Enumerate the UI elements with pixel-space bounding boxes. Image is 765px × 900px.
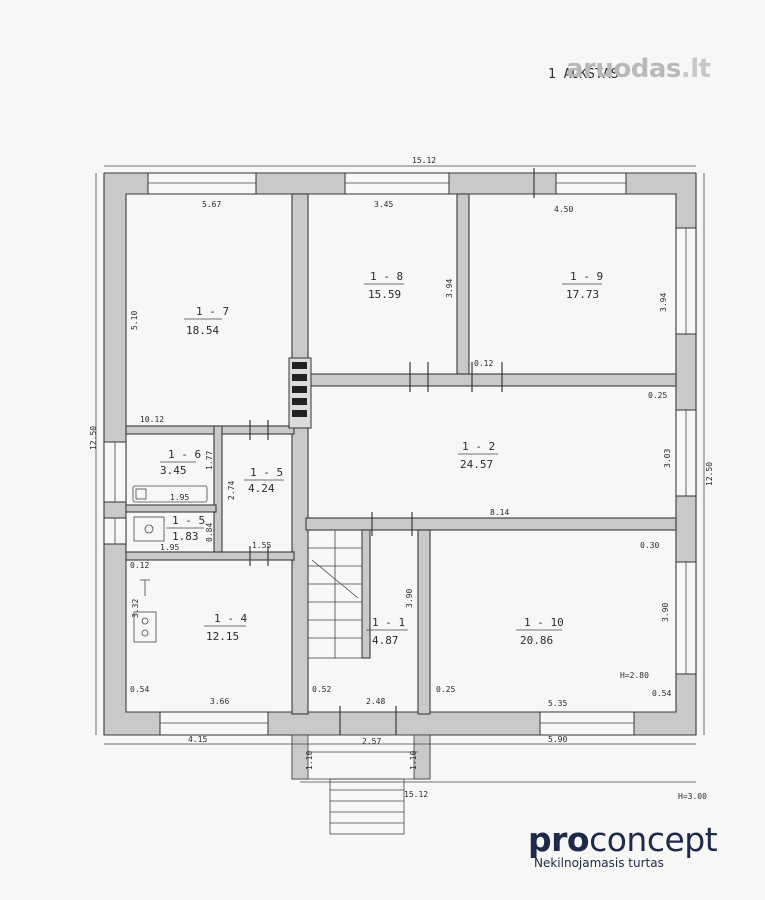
dim-bottom-total: 15.12 — [404, 790, 428, 799]
total-height: H=3.00 — [678, 792, 707, 801]
dim-r110-c3: 0.54 — [652, 689, 671, 698]
room-1-8-id: 1 - 8 — [370, 270, 403, 283]
dim-top-total: 15.12 — [412, 156, 436, 165]
wall-segment — [125, 504, 217, 513]
dim-r17-corner: 10.12 — [140, 415, 164, 424]
bathtub — [132, 485, 208, 503]
wall-segment — [125, 551, 295, 561]
dim-r110-c2: 0.25 — [436, 685, 455, 694]
room-1-5a-id: 1 - 5 — [250, 466, 283, 479]
dim-bottom-left: 4.15 — [188, 735, 207, 744]
dim-right-total: 12.50 — [705, 462, 714, 486]
window-glazing — [114, 182, 687, 724]
dim-r110-w: 5.35 — [548, 699, 567, 708]
dim-r17-h: 5.10 — [130, 311, 139, 330]
floor-title: 1 AUKŠTAS — [548, 66, 618, 82]
brand-logo-pro: pro — [528, 820, 590, 859]
dim-r11-w: 2.48 — [366, 697, 385, 706]
room-height: H=2.80 — [620, 671, 649, 680]
wall-segment — [125, 425, 295, 435]
dim-r12-w: 8.14 — [490, 508, 509, 517]
dim-r14-c2: 0.54 — [130, 685, 149, 694]
wall-segment — [361, 529, 371, 659]
room-1-8-area: 15.59 — [368, 288, 401, 301]
room-1-6-area: 3.45 — [160, 464, 187, 477]
wall-segment — [213, 425, 223, 553]
dim-r11-c: 0.52 — [312, 685, 331, 694]
dim-r12-corner: 0.25 — [648, 391, 667, 400]
watermark-tld: .lt — [680, 54, 711, 84]
room-1-1-area: 4.87 — [372, 634, 399, 647]
proconcept-logo: proconcept Nekilnojamasis turtas — [528, 822, 758, 871]
door-markers — [249, 168, 535, 735]
room-1-7-id: 1 - 7 — [196, 305, 229, 318]
window — [159, 711, 269, 736]
dim-r17-w: 5.67 — [202, 200, 221, 209]
brand-logo-text: proconcept — [528, 822, 758, 858]
dim-bottom-right: 5.90 — [548, 735, 567, 744]
dim-left-total: 12.50 — [89, 426, 98, 450]
dim-vestibule-w: 2.57 — [362, 737, 381, 746]
chimney-flues — [292, 362, 307, 417]
wall-segment — [305, 517, 677, 531]
brand-tagline: Nekilnojamasis turtas — [534, 856, 664, 870]
window — [147, 172, 257, 195]
entrance-porch — [291, 734, 431, 835]
stove — [133, 579, 157, 643]
dim-r110-h: 3.90 — [661, 603, 670, 622]
room-1-1-id: 1 - 1 — [372, 616, 405, 629]
dim-r16-h: 1.77 — [205, 451, 214, 470]
brand-logo-rest: concept — [589, 820, 718, 859]
wall-segment — [305, 373, 677, 387]
sink — [133, 516, 165, 542]
dim-vestibule-h2: 1.10 — [409, 751, 418, 770]
room-1-9-id: 1 - 9 — [570, 270, 603, 283]
room-1-5a-area: 4.24 — [248, 482, 275, 495]
dim-r14-w: 3.66 — [210, 697, 229, 706]
dim-vestibule-h1: 1.10 — [305, 751, 314, 770]
wall-segment — [417, 529, 431, 715]
room-1-4-id: 1 - 4 — [214, 612, 247, 625]
watermark-main: aruodas — [566, 54, 681, 84]
dim-r15a-h: 2.74 — [227, 481, 236, 500]
room-1-5b-id: 1 - 5 — [172, 514, 205, 527]
window — [555, 172, 627, 195]
dim-r16-w: 1.95 — [170, 493, 189, 502]
staircase — [307, 529, 363, 659]
dim-r15b-h: 0.84 — [205, 523, 214, 542]
window — [539, 711, 635, 736]
room-1-7-area: 18.54 — [186, 324, 219, 337]
room-1-4-area: 12.15 — [206, 630, 239, 643]
dimension-lines — [95, 165, 705, 783]
dim-r15b-w: 1.95 — [160, 543, 179, 552]
dim-r19-h: 3.94 — [659, 293, 668, 312]
wall-segment — [456, 193, 470, 375]
aruodas-watermark: aruodas.lt — [566, 54, 711, 84]
dim-r18-w: 3.45 — [374, 200, 393, 209]
window — [344, 172, 450, 195]
dim-r15a-w: 1.55 — [252, 541, 271, 550]
room-1-2-area: 24.57 — [460, 458, 493, 471]
wall-segment — [291, 193, 309, 715]
room-1-9-area: 17.73 — [566, 288, 599, 301]
dim-r110-c1: 0.30 — [640, 541, 659, 550]
dim-r18-h: 3.94 — [445, 279, 454, 298]
room-1-5b-area: 1.83 — [172, 530, 199, 543]
dim-r19-w: 4.50 — [554, 205, 573, 214]
dim-r19-corner: 0.12 — [474, 359, 493, 368]
dim-r14-corner: 0.12 — [130, 561, 149, 570]
room-1-10-area: 20.86 — [520, 634, 553, 647]
room-1-6-id: 1 - 6 — [168, 448, 201, 461]
dim-r14-h: 3.32 — [131, 599, 140, 618]
room-1-10-id: 1 - 10 — [524, 616, 564, 629]
room-1-2-id: 1 - 2 — [462, 440, 495, 453]
dim-r12-h: 3.03 — [663, 449, 672, 468]
dim-r11-h: 3.90 — [405, 589, 414, 608]
